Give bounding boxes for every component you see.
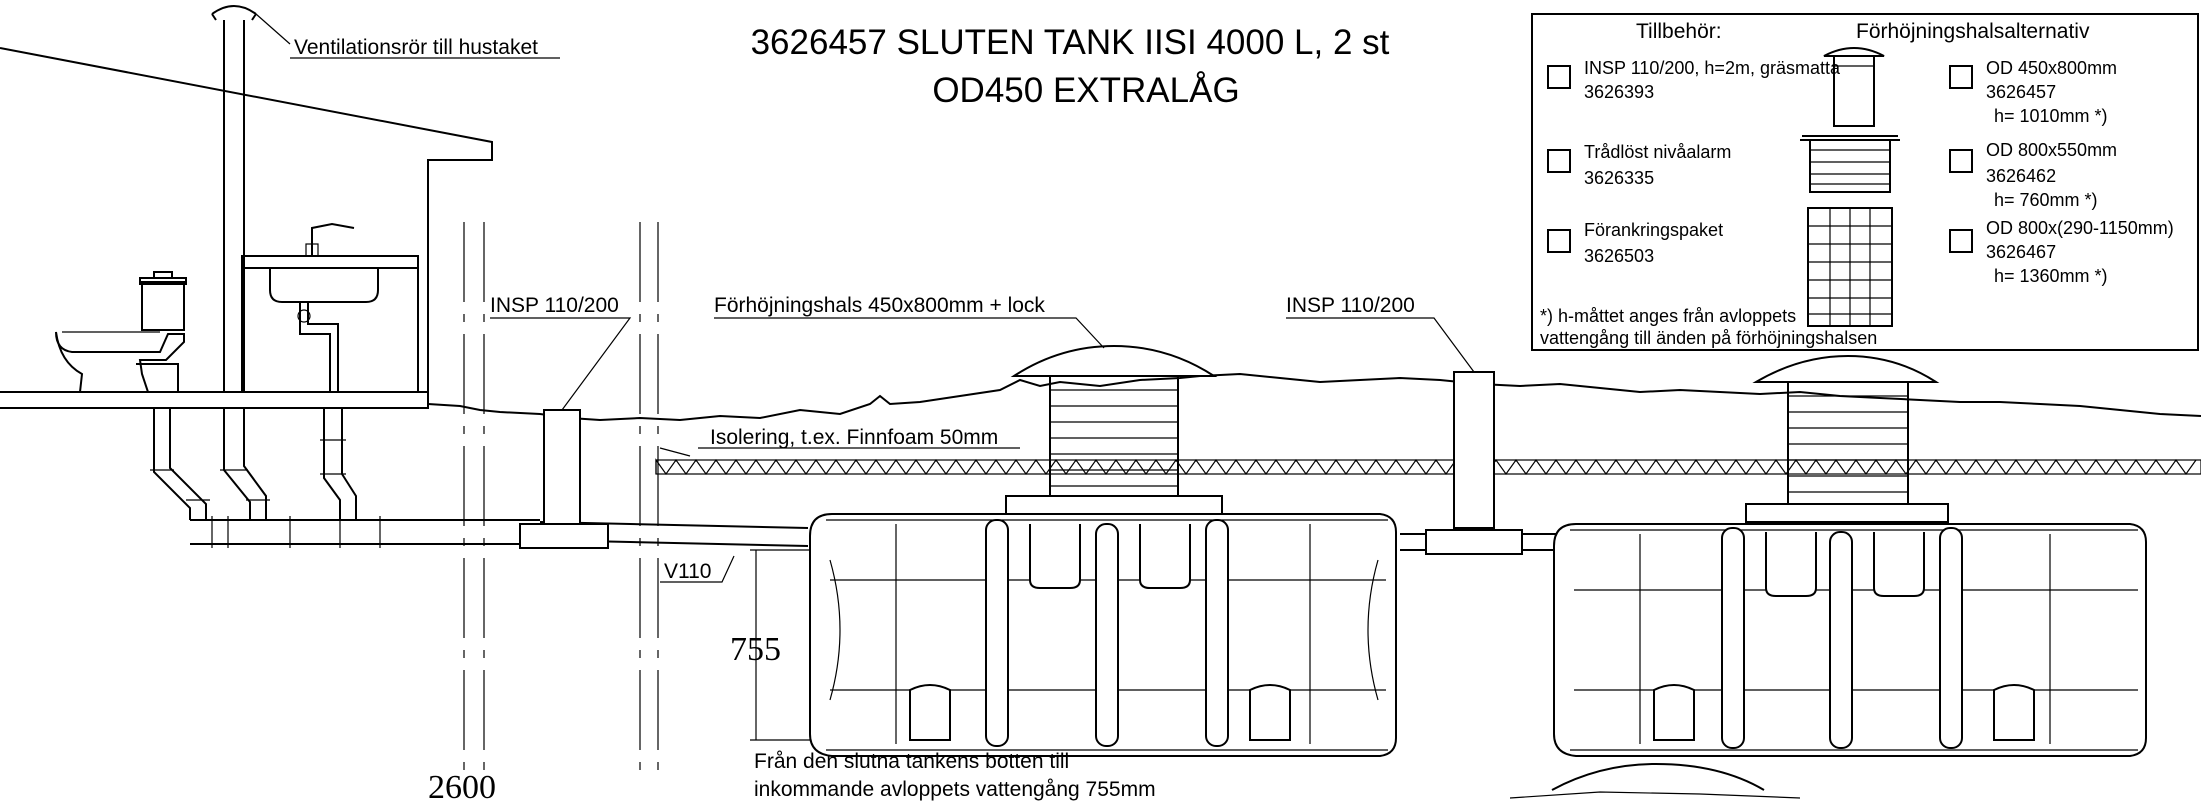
alternative-code-2: 3626462 bbox=[1986, 166, 2056, 186]
alternative-checkbox-1[interactable] bbox=[1949, 65, 1973, 89]
alternative-name-2: OD 800x550mm bbox=[1986, 140, 2117, 160]
accessory-checkbox-3[interactable] bbox=[1547, 229, 1571, 253]
tank-3-partial bbox=[1509, 762, 1801, 799]
note-line1: Från den slutna tankens botten till bbox=[754, 750, 1069, 773]
raising-neck-label: Förhöjningshals 450x800mm + lock bbox=[714, 294, 1045, 317]
accessory-name-2: Trådlöst nivåalarm bbox=[1584, 142, 1731, 162]
insp-left bbox=[519, 409, 609, 549]
house-drain-pipes bbox=[150, 408, 809, 548]
alternative-code-3: 3626467 bbox=[1986, 242, 2056, 262]
alternative-checkbox-3[interactable] bbox=[1949, 229, 1973, 253]
diagram-title-line2: OD450 EXTRALÅG bbox=[932, 71, 1239, 110]
alternative-height-1: h= 1010mm *) bbox=[1994, 106, 2108, 126]
pipe-label: V110 bbox=[664, 560, 712, 583]
leader-lines bbox=[290, 57, 1475, 583]
legend-accessories-header: Tillbehör: bbox=[1636, 20, 1722, 43]
accessory-code-2: 3626335 bbox=[1584, 168, 1654, 188]
dimension-2600-label: 2600 bbox=[428, 769, 496, 803]
accessory-code-3: 3626503 bbox=[1584, 246, 1654, 266]
insulation-label: Isolering, t.ex. Finnfoam 50mm bbox=[710, 426, 998, 449]
accessory-name-1: INSP 110/200, h=2m, gräsmatta bbox=[1584, 58, 1841, 78]
alternative-height-3: h= 1360mm *) bbox=[1994, 266, 2108, 286]
alternative-code-1: 3626457 bbox=[1986, 82, 2056, 102]
dimension-lines bbox=[463, 222, 659, 780]
ventilation-label: Ventilationsrör till hustaket bbox=[294, 36, 538, 59]
legend-footnote-line2: vattengång till änden på förhöjningshals… bbox=[1540, 328, 1877, 348]
accessory-code-1: 3626393 bbox=[1584, 82, 1654, 102]
diagram-title-line1: 3626457 SLUTEN TANK IISI 4000 L, 2 st bbox=[751, 23, 1390, 62]
legend-footnote-line1: *) h-måttet anges från avloppets bbox=[1540, 306, 1796, 326]
house bbox=[0, 47, 493, 409]
legend-alternatives-header: Förhöjningshalsalternativ bbox=[1856, 20, 2090, 43]
legend-box: Tillbehör: Förhöjningshalsalternativ INS… bbox=[1531, 13, 2199, 351]
alternative-height-2: h= 760mm *) bbox=[1994, 190, 2098, 210]
accessory-checkbox-1[interactable] bbox=[1547, 65, 1571, 89]
alternative-name-3: OD 800x(290-1150mm) bbox=[1986, 218, 2174, 238]
alternative-name-1: OD 450x800mm bbox=[1986, 58, 2117, 78]
note-line2: inkommande avloppets vattengång 755mm bbox=[754, 778, 1156, 801]
accessory-checkbox-2[interactable] bbox=[1547, 149, 1571, 173]
tank-1 bbox=[809, 344, 1397, 757]
toilet bbox=[55, 271, 187, 393]
insp-left-label: INSP 110/200 bbox=[490, 294, 619, 317]
alternative-checkbox-2[interactable] bbox=[1949, 149, 1973, 173]
insp-right bbox=[1400, 371, 1556, 555]
neck-extension-icon bbox=[1800, 135, 1900, 193]
accessory-name-3: Förankringspaket bbox=[1584, 220, 1723, 240]
dimension-755 bbox=[750, 549, 810, 741]
ventilation-pipe bbox=[211, 5, 291, 392]
dimension-755-label: 755 bbox=[730, 631, 781, 668]
insp-right-label: INSP 110/200 bbox=[1286, 294, 1415, 317]
tank-2 bbox=[1553, 354, 2147, 757]
insulation-strip bbox=[655, 458, 2201, 476]
insp-pipe-icon bbox=[1823, 47, 1885, 127]
anchoring-package-icon bbox=[1807, 207, 1893, 327]
